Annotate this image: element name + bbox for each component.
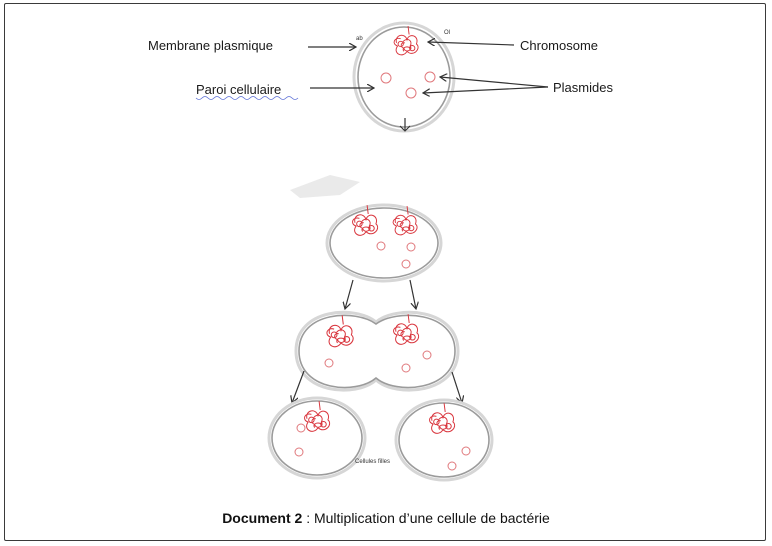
figure-caption: Document 2 : Multiplication d’une cellul… bbox=[0, 510, 772, 526]
label-membrane: Membrane plasmique bbox=[148, 38, 273, 53]
arrow-icon bbox=[440, 77, 549, 88]
stage-duplication-cell bbox=[325, 203, 443, 283]
plasmid-icon bbox=[405, 87, 417, 99]
caption-text: : Multiplication d’une cellule de bactér… bbox=[302, 510, 550, 526]
plasmid-icon bbox=[401, 259, 411, 269]
svg-text:Ol: Ol bbox=[444, 30, 450, 36]
plasmid-icon bbox=[324, 358, 334, 368]
plasmid-icon bbox=[406, 242, 416, 252]
label-chromosome: Chromosome bbox=[520, 38, 598, 53]
plasmid-icon bbox=[380, 72, 392, 84]
arrow-icon bbox=[345, 279, 354, 309]
label-cellules-filles: Cellules filles bbox=[355, 459, 390, 465]
arrow-icon bbox=[423, 86, 549, 93]
caption-document-number: Document 2 bbox=[222, 510, 303, 526]
watermark-smudge bbox=[290, 175, 360, 198]
arrow-icon bbox=[428, 42, 515, 45]
plasmid-icon bbox=[461, 446, 471, 456]
svg-text:ab: ab bbox=[356, 36, 363, 42]
plasmid-icon bbox=[294, 447, 304, 457]
label-plasmides: Plasmides bbox=[553, 80, 613, 95]
plasmid-icon bbox=[296, 423, 306, 433]
plasmid-icon bbox=[447, 461, 457, 471]
plasmid-icon bbox=[424, 71, 436, 83]
arrow-icon bbox=[292, 370, 305, 403]
document-frame bbox=[4, 3, 766, 541]
daughter-cell-left bbox=[267, 396, 367, 480]
plasmid-icon bbox=[422, 350, 432, 360]
mother-cell: ab Ol bbox=[352, 21, 456, 133]
plasmid-icon bbox=[376, 241, 386, 251]
label-paroi: Paroi cellulaire bbox=[196, 82, 281, 97]
daughter-cell-right bbox=[394, 398, 494, 482]
spellcheck-underline bbox=[195, 96, 299, 100]
stage-division-cell bbox=[294, 310, 460, 392]
arrow-icon bbox=[409, 279, 416, 309]
arrow-icon bbox=[451, 371, 462, 403]
plasmid-icon bbox=[401, 363, 411, 373]
